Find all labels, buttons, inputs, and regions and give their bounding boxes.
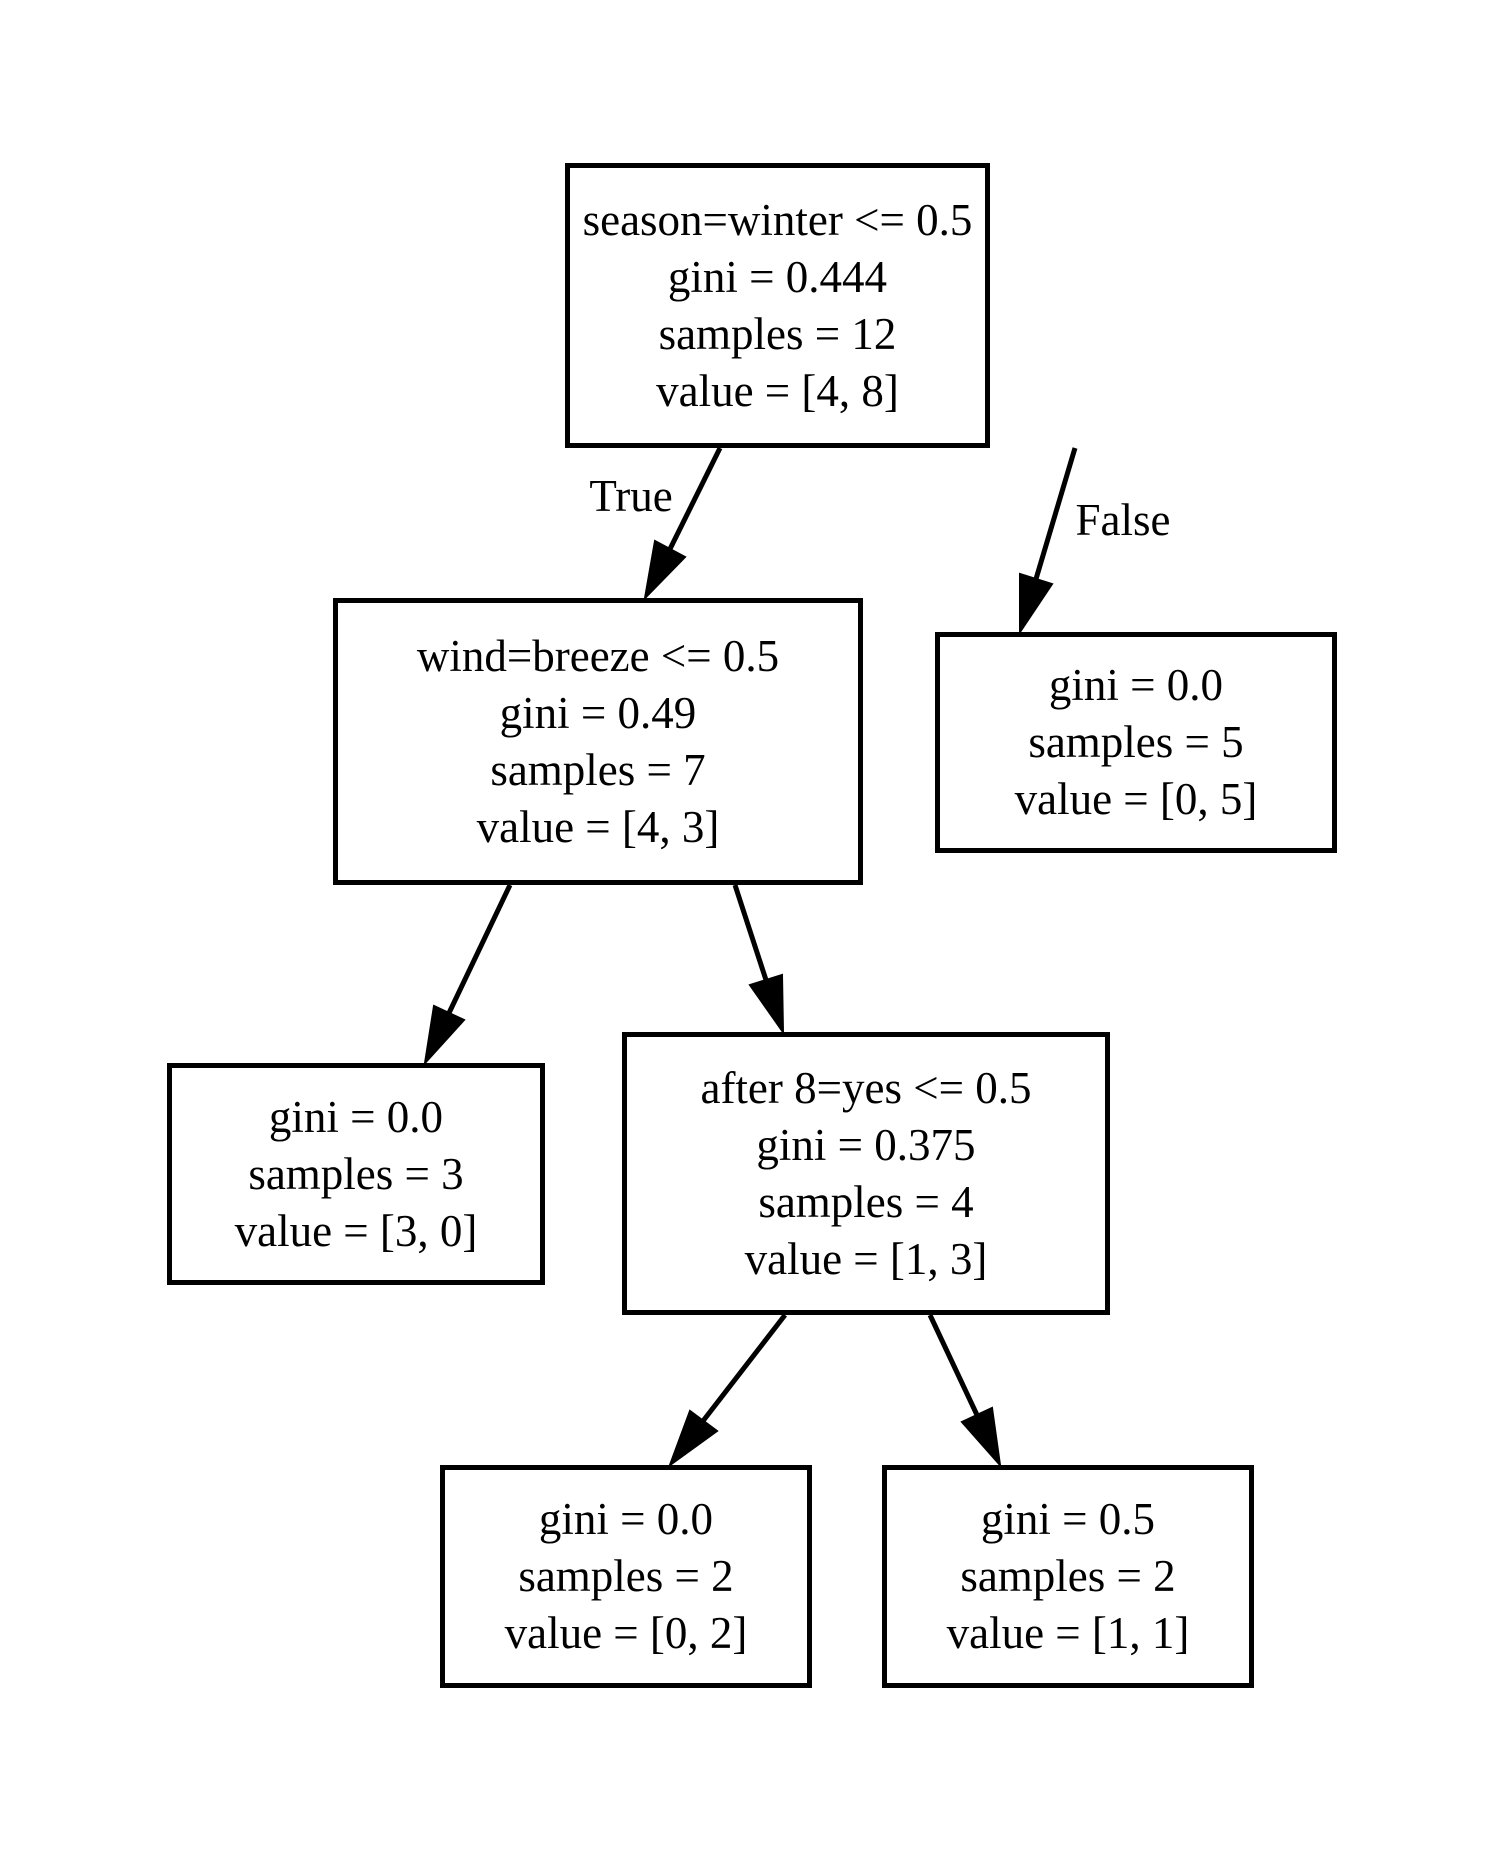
tree-node-winter-false: gini = 0.0 samples = 5 value = [0, 5] xyxy=(935,632,1337,853)
edge-false-arrowhead-icon xyxy=(1019,572,1054,636)
node-samples: samples = 12 xyxy=(658,308,897,359)
node-value: value = [0, 2] xyxy=(504,1608,748,1658)
node-samples: samples = 2 xyxy=(960,1551,1176,1601)
node-gini: gini = 0.0 xyxy=(538,1494,714,1544)
node-gini: gini = 0.375 xyxy=(756,1119,976,1170)
edge-true-arrowhead-icon xyxy=(643,539,687,602)
node-value: value = [0, 5] xyxy=(1014,774,1258,824)
node-split-condition: after 8=yes <= 0.5 xyxy=(700,1062,1032,1113)
node-gini: gini = 0.444 xyxy=(667,251,888,302)
tree-node-breeze-false: after 8=yes <= 0.5 gini = 0.375 samples … xyxy=(622,1032,1110,1315)
node-samples: samples = 4 xyxy=(758,1176,974,1227)
edge-after8-true-line xyxy=(701,1313,787,1423)
edge-breeze-true-line xyxy=(446,883,513,1015)
tree-node-root: season=winter <= 0.5 gini = 0.444 sample… xyxy=(565,163,990,448)
node-gini: gini = 0.49 xyxy=(499,687,697,738)
node-gini: gini = 0.0 xyxy=(1048,660,1224,710)
edge-label-false: False xyxy=(1075,495,1171,545)
edge-true-line xyxy=(667,446,723,551)
node-gini: gini = 0.5 xyxy=(980,1494,1156,1544)
node-gini: gini = 0.0 xyxy=(268,1091,444,1142)
edge-breeze-true-arrowhead-icon xyxy=(423,1004,466,1067)
node-value: value = [1, 1] xyxy=(946,1608,1190,1658)
node-value: value = [4, 8] xyxy=(656,365,899,416)
edge-after8-false-arrowhead-icon xyxy=(960,1406,1002,1469)
tree-node-after8-false: gini = 0.5 samples = 2 value = [1, 1] xyxy=(882,1465,1254,1688)
node-split-condition: season=winter <= 0.5 xyxy=(582,194,973,245)
node-samples: samples = 3 xyxy=(248,1148,464,1199)
edge-after8-false-line xyxy=(927,1313,980,1417)
node-samples: samples = 2 xyxy=(518,1551,734,1601)
node-value: value = [4, 3] xyxy=(476,801,720,852)
node-samples: samples = 5 xyxy=(1028,717,1244,767)
edge-false-line xyxy=(1033,447,1078,580)
node-split-condition: wind=breeze <= 0.5 xyxy=(416,630,780,681)
tree-node-after8-true: gini = 0.0 samples = 2 value = [0, 2] xyxy=(440,1465,812,1688)
edge-breeze-false-arrowhead-icon xyxy=(748,973,785,1036)
node-value: value = [3, 0] xyxy=(234,1205,478,1256)
tree-node-breeze-true: gini = 0.0 samples = 3 value = [3, 0] xyxy=(167,1063,545,1285)
node-value: value = [1, 3] xyxy=(744,1233,988,1284)
edge-after8-true-arrowhead-icon xyxy=(667,1409,719,1468)
edge-breeze-false-line xyxy=(732,884,769,981)
edge-label-true: True xyxy=(589,471,673,521)
node-samples: samples = 7 xyxy=(490,744,706,795)
tree-node-winter-true: wind=breeze <= 0.5 gini = 0.49 samples =… xyxy=(333,598,863,885)
